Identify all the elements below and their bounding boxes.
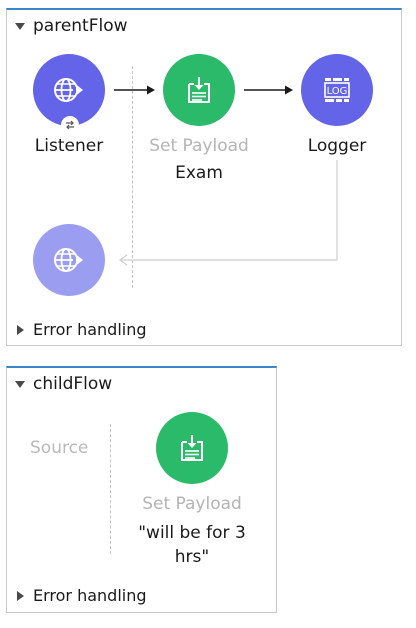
logger-label: Logger (307, 136, 367, 156)
parent-flow-header[interactable]: parentFlow (15, 16, 128, 36)
collapse-caret-icon[interactable] (15, 22, 25, 30)
set-payload-component[interactable] (156, 412, 228, 484)
swap-arrows-icon (61, 116, 79, 134)
http-response-component[interactable] (33, 224, 105, 296)
logger-component[interactable]: LOG (301, 54, 373, 126)
error-handling-label: Error handling (33, 320, 147, 339)
payload-document-icon (188, 77, 210, 103)
globe-arrow-icon (54, 78, 83, 102)
parent-flow-title: parentFlow (33, 16, 128, 36)
child-error-handling[interactable]: Error handling (17, 586, 147, 605)
payload-document-icon (181, 435, 203, 461)
set-payload-value: Exam (175, 163, 223, 183)
child-flow-header[interactable]: childFlow (15, 374, 112, 394)
globe-arrow-icon (54, 248, 83, 272)
error-handling-label: Error handling (33, 586, 147, 605)
connector-arrowhead (147, 85, 155, 95)
set-payload-label: Set Payload (142, 494, 242, 514)
connector-arrowhead (285, 85, 293, 95)
connector-arrowhead (118, 254, 128, 266)
listener-component[interactable] (33, 54, 105, 126)
set-payload-label: Set Payload (149, 136, 249, 156)
collapse-caret-icon[interactable] (15, 380, 25, 388)
source-placeholder[interactable]: Source (30, 438, 89, 458)
expand-caret-icon[interactable] (17, 590, 24, 601)
set-payload-value: "will be for 3 hrs" (138, 523, 246, 567)
child-flow-title: childFlow (33, 374, 113, 394)
parent-error-handling[interactable]: Error handling (17, 320, 147, 339)
svg-text:LOG: LOG (327, 86, 348, 97)
source-divider-line (110, 424, 111, 554)
set-payload-component[interactable] (163, 54, 235, 126)
child-flow-container: childFlow Source Set Payload "will be fo… (6, 366, 277, 613)
expand-caret-icon[interactable] (17, 324, 24, 335)
listener-label: Listener (34, 136, 104, 156)
log-icon: LOG (324, 78, 350, 102)
parent-flow-container: parentFlow Listener Set Payl (6, 8, 402, 346)
source-divider-line (132, 66, 133, 288)
